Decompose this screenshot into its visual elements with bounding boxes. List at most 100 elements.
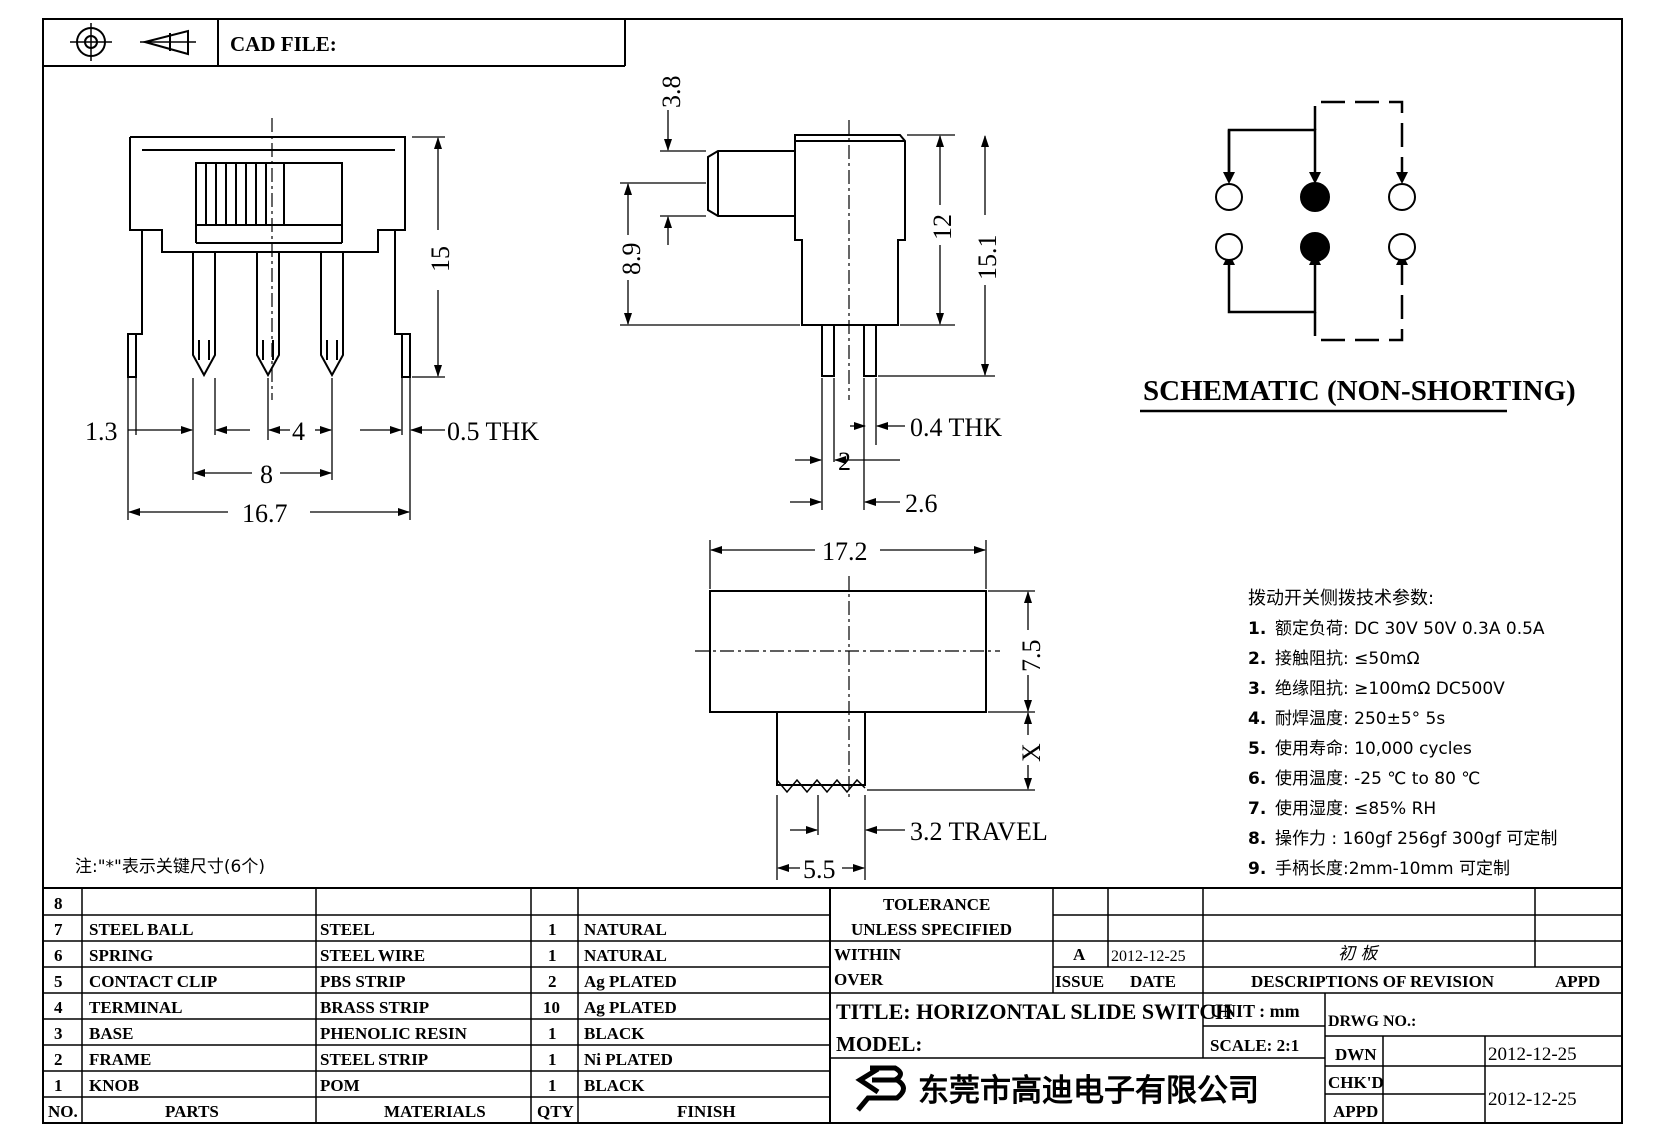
dim-4: 4 [292, 417, 305, 446]
spec-item: 使用湿度: ≤85% RH [1275, 798, 1436, 819]
top-dimensions [709, 540, 1035, 880]
unless-specified-label: UNLESS SPECIFIED [851, 920, 1012, 939]
bom-part: SPRING [89, 946, 153, 965]
over-label: OVER [834, 970, 884, 989]
drawing-title: TITLE: HORIZONTAL SLIDE SWITCH [836, 999, 1232, 1024]
front-dimensions [127, 136, 445, 520]
dwn-date: 2012-12-25 [1488, 1044, 1577, 1065]
table-row: 8 [54, 894, 63, 913]
table-row: 6 SPRING STEEL WIRE 1 NATURAL [54, 946, 667, 965]
bom-finish: NATURAL [584, 920, 667, 939]
revision-letter: A [1073, 945, 1086, 964]
bom-material: STEEL WIRE [320, 946, 425, 965]
bom-table-grid [43, 887, 1622, 1123]
bom-no: 6 [54, 946, 63, 965]
spec-item: 接触阻抗: ≤50mΩ [1275, 649, 1420, 669]
bom-finish: BLACK [584, 1024, 645, 1043]
spec-item: 手柄长度:2mm-10mm 可定制 [1275, 859, 1510, 879]
spec-num: 1. [1248, 619, 1266, 639]
drawing-number-label: DRWG NO.: [1328, 1013, 1416, 1030]
company-logo-icon [855, 1065, 906, 1112]
bom-material: BRASS STRIP [320, 998, 429, 1017]
unit-label: UNIT : mm [1210, 1001, 1300, 1021]
spec-item: 使用寿命: 10,000 cycles [1275, 738, 1472, 759]
dim-5-5: 5.5 [803, 855, 836, 884]
spec-num: 3. [1248, 679, 1266, 699]
bom-header-part: PARTS [165, 1102, 219, 1121]
spec-num: 8. [1248, 829, 1266, 849]
bom-qty: 10 [543, 998, 560, 1017]
contact-common-icon [1300, 182, 1330, 212]
bom-no: 7 [54, 920, 63, 939]
company-name: 东莞市高迪电子有限公司 [918, 1073, 1259, 1109]
bom-no: 8 [54, 894, 63, 913]
bom-qty: 1 [548, 1050, 557, 1069]
spec-item: 使用温度: -25 ℃ to 80 ℃ [1275, 768, 1480, 789]
dim-17-2: 17.2 [822, 537, 868, 566]
within-label: WITHIN [834, 945, 902, 964]
bom-qty: 1 [548, 1076, 557, 1095]
side-view [707, 134, 906, 377]
dim-16-7: 16.7 [242, 499, 288, 528]
title-block: TOLERANCE UNLESS SPECIFIED WITHIN OVER A… [834, 895, 1600, 1121]
title-block-grid [830, 888, 1622, 1123]
spec-item: 耐焊温度: 250±5° 5s [1275, 709, 1445, 729]
spec-num: 2. [1248, 649, 1266, 669]
appd-date: 2012-12-25 [1488, 1089, 1577, 1110]
bom-material: POM [320, 1076, 360, 1095]
spec-num: 5. [1248, 739, 1266, 759]
dwn-label: DWN [1335, 1045, 1377, 1064]
bom-qty: 1 [548, 946, 557, 965]
spec-item: 额定负荷: DC 30V 50V 0.3A 0.5A [1275, 619, 1545, 639]
contact-open-icon [1215, 183, 1243, 211]
schematic-contacts [1215, 182, 1416, 262]
table-row: 5 CONTACT CLIP PBS STRIP 2 Ag PLATED [54, 972, 677, 991]
dim-12: 12 [928, 214, 957, 240]
contact-open-icon [1215, 233, 1243, 261]
bom-material: STEEL STRIP [320, 1050, 428, 1069]
header-block: CAD FILE: [43, 19, 626, 67]
bom-table: 8 7 STEEL BALL STEEL 1 NATURAL 6 SPRING … [48, 894, 736, 1121]
appd-label: APPD [1555, 972, 1600, 991]
table-row: 7 STEEL BALL STEEL 1 NATURAL [54, 920, 667, 939]
table-row: 3 BASE PHENOLIC RESIN 1 BLACK [54, 1024, 645, 1043]
spec-title: 拨动开关侧拨技术参数: [1248, 588, 1434, 609]
revision-description: 初 板 [1338, 944, 1380, 964]
bom-finish: NATURAL [584, 946, 667, 965]
dim-2: 2 [838, 447, 851, 476]
bom-finish: Ag PLATED [584, 998, 677, 1017]
side-dimensions [620, 110, 995, 510]
spec-num: 4. [1248, 709, 1266, 729]
spec-num: 7. [1248, 799, 1266, 819]
dim-1-3: 1.3 [85, 417, 118, 446]
model-label: MODEL: [836, 1032, 922, 1056]
bom-finish: Ni PLATED [584, 1050, 673, 1069]
bom-material: PBS STRIP [320, 972, 406, 991]
crosshair-icon [70, 23, 112, 61]
bom-finish: Ag PLATED [584, 972, 677, 991]
dim-15-1: 15.1 [973, 235, 1002, 281]
bom-header-qty: QTY [537, 1102, 574, 1121]
contact-open-icon [1388, 183, 1416, 211]
dim-7-5: 7.5 [1017, 640, 1046, 673]
schematic [1227, 100, 1404, 342]
sheet-border [42, 18, 1623, 1124]
spec-num: 9. [1248, 859, 1266, 879]
bom-qty: 1 [548, 920, 557, 939]
descriptions-of-revision-label: DESCRIPTIONS OF REVISION [1251, 972, 1495, 991]
bom-no: 1 [54, 1076, 63, 1095]
spec-num: 6. [1248, 769, 1266, 789]
bom-no: 3 [54, 1024, 63, 1043]
issue-label: ISSUE [1055, 972, 1104, 991]
top-view [709, 590, 987, 794]
dim-3-8: 3.8 [657, 76, 686, 109]
bom-part: TERMINAL [89, 998, 183, 1017]
spec-item: 绝缘阻抗: ≥100mΩ DC500V [1275, 679, 1505, 699]
bom-part: CONTACT CLIP [89, 972, 217, 991]
dim-0-5-thk: 0.5 THK [447, 417, 539, 446]
bom-part: FRAME [89, 1050, 151, 1069]
cone-projection-icon [140, 29, 196, 56]
dim-2-6: 2.6 [905, 489, 938, 518]
chkd-label: CHK'D [1328, 1073, 1384, 1092]
